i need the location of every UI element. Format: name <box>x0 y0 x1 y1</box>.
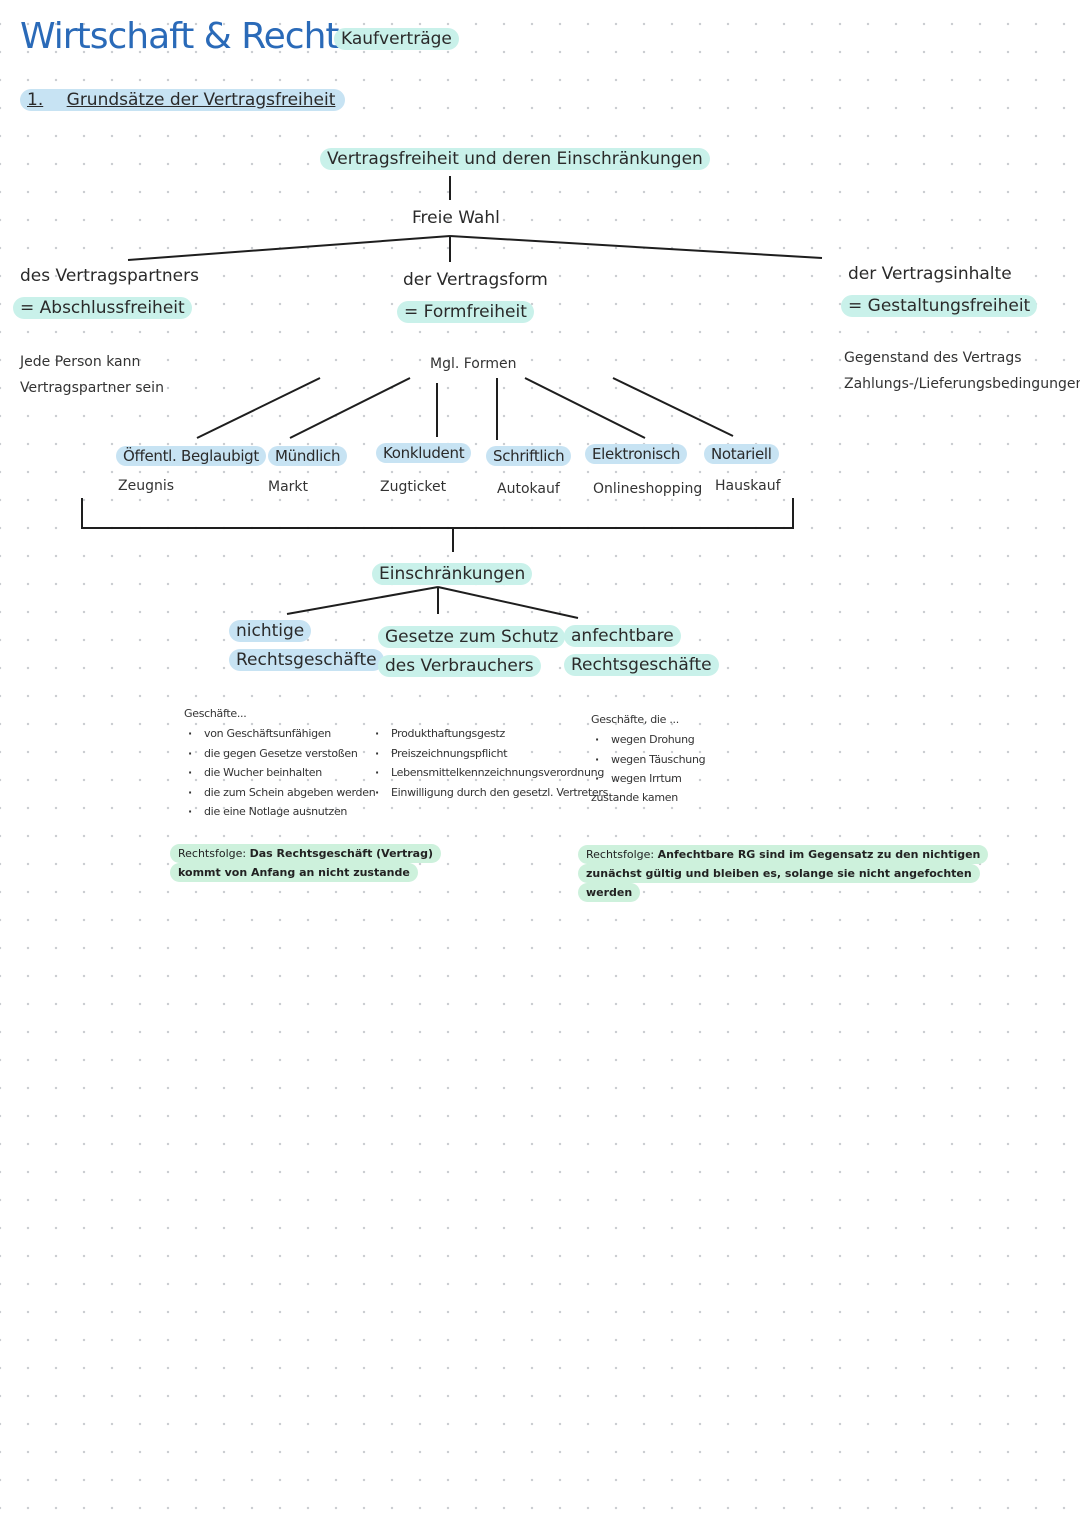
consequence-label: Rechtsfolge: <box>586 848 655 861</box>
consequence-text: Anfechtbare RG sind im Gegensatz zu den … <box>657 848 981 861</box>
list-item: die eine Notlage ausnutzen <box>188 802 375 822</box>
section-title: Grundsätze der Vertragsfreiheit <box>66 90 336 110</box>
branch-content-desc-1: Gegenstand des Vertrags <box>844 350 1022 366</box>
branch-partner-term: = Abschlussfreiheit <box>13 297 192 319</box>
branch-form-label: der Vertragsform <box>403 270 548 290</box>
form-publicly-certified-example: Zeugnis <box>118 478 175 494</box>
list-item: wegen Irrtum <box>595 769 705 789</box>
void-title-line-1: nichtige <box>229 620 312 642</box>
form-notarial-example: Hauskauf <box>715 478 781 494</box>
list-item: die gegen Gesetze verstoßen <box>188 744 375 764</box>
list-item: Lebensmittelkennzeichnungsverordnung <box>375 763 608 783</box>
form-electronic: Elektronisch <box>585 444 688 464</box>
list-item: wegen Täuschung <box>595 750 706 770</box>
list-item: Produkthaftungsgestz <box>375 724 608 744</box>
list-item: die Wucher beinhalten <box>188 763 375 783</box>
list-item: Preiszeichnungspflicht <box>375 744 608 764</box>
form-notarial: Notariell <box>704 444 779 464</box>
void-consequence-line-1: Rechtsfolge: Das Rechtsgeschäft (Vertrag… <box>170 844 441 863</box>
possible-forms-label: Mgl. Formen <box>430 356 517 372</box>
list-item: von Geschäftsunfähigen <box>188 724 375 744</box>
consequence-text: kommt von Anfang an nicht zustande <box>178 866 410 879</box>
branch-content-label: der Vertragsinhalte <box>848 264 1012 284</box>
consequence-text: Das Rechtsgeschäft (Vertrag) <box>249 847 433 860</box>
form-written-example: Autokauf <box>497 481 560 497</box>
voidable-title-line-1: anfechtbare <box>564 625 681 647</box>
branch-content-desc-2: Zahlungs-/Lieferungsbedingungen <box>844 376 1080 392</box>
laws-list: Produkthaftungsgestz Preiszeichnungspfli… <box>373 724 608 802</box>
voidable-consequence-line-1: Rechtsfolge: Anfechtbare RG sind im Gege… <box>578 845 989 864</box>
void-consequence: Rechtsfolge: Das Rechtsgeschäft (Vertrag… <box>170 844 441 882</box>
laws-title-line-1: Gesetze zum Schutz <box>378 626 566 648</box>
topic-badge: Kaufverträge <box>334 28 459 50</box>
form-implied-example: Zugticket <box>380 479 447 495</box>
form-oral-example: Markt <box>268 479 309 495</box>
voidable-outro: zustande kamen <box>591 791 678 804</box>
voidable-intro: Geschäfte, die ... <box>591 713 679 726</box>
branch-content-term: = Gestaltungsfreiheit <box>841 295 1038 317</box>
form-publicly-certified: Öffentl. Beglaubigt <box>116 446 266 466</box>
section-heading: 1. Grundsätze der Vertragsfreiheit <box>20 89 346 111</box>
branch-partner-desc-1: Jede Person kann <box>20 354 141 370</box>
void-title-line-2: Rechtsgeschäfte <box>229 649 384 671</box>
branch-form-term: = Formfreiheit <box>397 301 534 323</box>
diagram-root: Vertragsfreiheit und deren Einschränkung… <box>320 148 710 170</box>
section-number: 1. <box>27 90 44 110</box>
page-title: Wirtschaft & Recht <box>20 16 340 57</box>
form-written: Schriftlich <box>486 446 572 466</box>
laws-title-line-2: des Verbrauchers <box>378 655 541 677</box>
consequence-label: Rechtsfolge: <box>178 847 247 860</box>
form-implied: Konkludent <box>376 443 472 463</box>
list-item: die zum Schein abgeben werden <box>188 783 376 803</box>
list-item: Einwilligung durch den gesetzl. Vertrete… <box>375 783 608 803</box>
form-electronic-example: Onlineshopping <box>593 481 703 497</box>
void-list: von Geschäftsunfähigen die gegen Gesetze… <box>186 724 376 822</box>
restrictions-title: Einschränkungen <box>372 563 533 585</box>
voidable-list: wegen Drohung wegen Täuschung wegen Irrt… <box>593 730 706 789</box>
void-intro: Geschäfte... <box>184 707 247 720</box>
branch-partner-label: des Vertragspartners <box>20 266 199 286</box>
consequence-text: zunächst gültig und bleiben es, solange … <box>586 867 972 880</box>
list-item: wegen Drohung <box>595 730 705 750</box>
branch-partner-desc-2: Vertragspartner sein <box>20 380 164 396</box>
free-choice-label: Freie Wahl <box>412 208 500 228</box>
form-oral: Mündlich <box>268 446 348 466</box>
consequence-text: werden <box>586 886 633 899</box>
voidable-consequence: Rechtsfolge: Anfechtbare RG sind im Gege… <box>578 845 989 902</box>
voidable-title-line-2: Rechtsgeschäfte <box>564 654 719 676</box>
